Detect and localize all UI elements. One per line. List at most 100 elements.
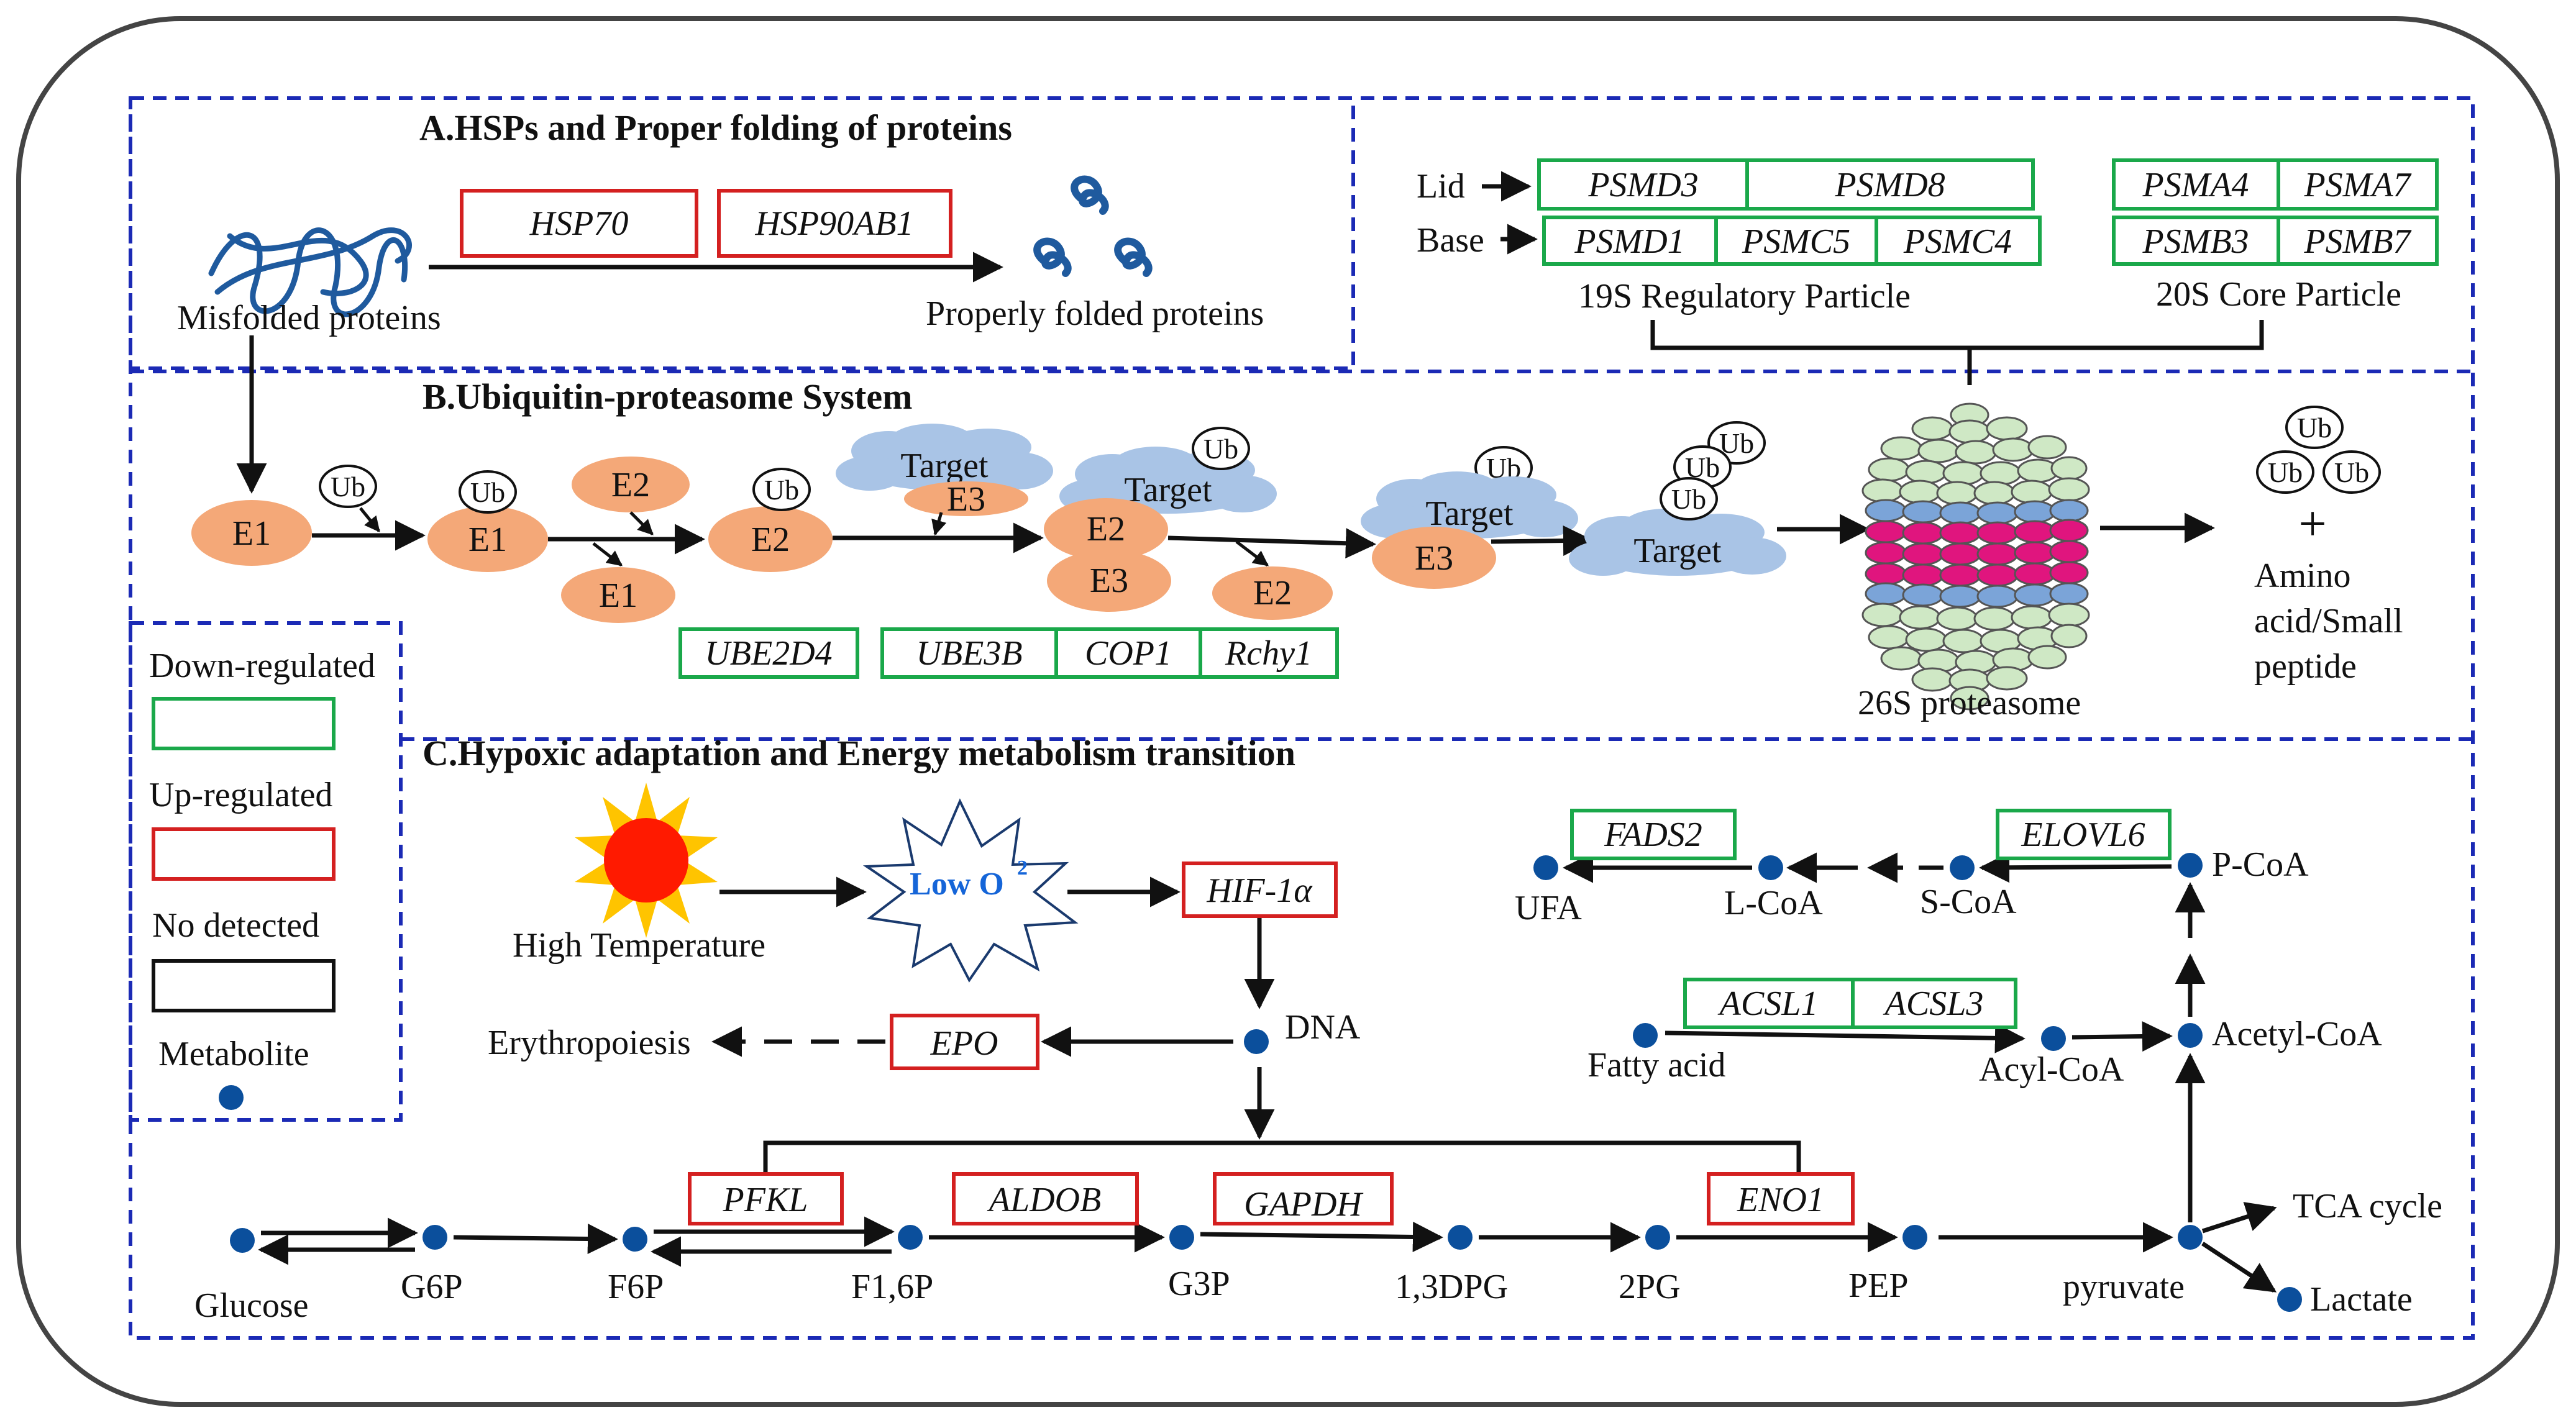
section-c-title: C.Hypoxic adaptation and Energy metaboli… <box>422 733 1295 773</box>
cop1-label: COP1 <box>1085 634 1172 673</box>
legend-metabolite-label: Metabolite <box>158 1035 309 1073</box>
psmd1-label: PSMD1 <box>1574 222 1684 261</box>
lactate-label: Lactate <box>2310 1280 2413 1319</box>
ups-arrow-4 <box>1167 528 1376 559</box>
proteasome-26s-label: 26S proteasome <box>1858 684 2081 722</box>
section-a-frame <box>129 96 1355 370</box>
ub-tag-8 <box>1660 477 1718 521</box>
fads2-label: FADS2 <box>1604 816 1702 854</box>
lactate-dot <box>2277 1287 2302 1312</box>
e2-enzyme-2 <box>1044 498 1168 560</box>
e3-gene-boxes: UBE3B COP1 Rchy1 <box>880 627 1339 679</box>
hif-label: HIF-1α <box>1206 871 1313 910</box>
psmb3-label: PSMB3 <box>2142 222 2249 261</box>
pyruvate-dot <box>2178 1225 2203 1250</box>
fattyacid-dot <box>1633 1023 1658 1048</box>
ub-tag-3 <box>752 468 811 511</box>
e3-enzyme-2 <box>1047 550 1171 612</box>
ub-label-11: Ub <box>2334 457 2369 488</box>
low-o2-label: Low O <box>910 866 1004 902</box>
psmb7-label: PSMB7 <box>2303 222 2411 261</box>
sun-icon <box>575 783 718 938</box>
section-a-title: A.HSPs and Proper folding of proteins <box>419 107 1012 148</box>
ub-label-1: Ub <box>331 471 365 502</box>
base-genes: PSMD1 PSMC5 PSMC4 <box>1542 216 2042 266</box>
low-o2-burst-icon: Low O 2 <box>862 798 1079 983</box>
products-line-1: Amino <box>2254 557 2351 595</box>
eno1-label: ENO1 <box>1737 1181 1824 1219</box>
ub-label-9: Ub <box>2297 412 2332 443</box>
ups-arrow-5 <box>1491 525 1594 557</box>
ub-label-2: Ub <box>470 476 505 508</box>
ufa-dot <box>1533 855 1558 880</box>
ub-tag-9 <box>2285 406 2344 449</box>
base-label: Base <box>1417 221 1484 260</box>
products-line-2: acid/Small <box>2254 602 2403 640</box>
ub-tag-11 <box>2323 450 2381 494</box>
ube2d4-box: UBE2D4 <box>678 627 859 679</box>
scoa-label: S-CoA <box>1920 883 2017 921</box>
glycolysis-metabolites: Glucose G6P F6P F1,6P G3P 1,3DPG 2PG PEP… <box>194 1225 2203 1325</box>
pcoa-dot <box>2178 853 2203 878</box>
e2-label-released: E2 <box>1253 574 1292 612</box>
13dpg-label: 1,3DPG <box>1395 1268 1508 1306</box>
e1-enzyme-1 <box>191 500 312 566</box>
pyruvate-label: pyruvate <box>2063 1268 2185 1306</box>
g3p-label: G3P <box>1168 1265 1230 1303</box>
lcoa-label: L-CoA <box>1724 884 1823 922</box>
2pg-label: 2PG <box>1619 1268 1681 1306</box>
acetylcoa-dot <box>2178 1023 2203 1048</box>
pep-dot <box>1902 1225 1927 1250</box>
hsp90ab1-label: HSP90AB1 <box>754 204 913 243</box>
plus-sign: + <box>2298 497 2326 552</box>
legend-up-swatch <box>152 827 336 881</box>
proteasome-26s-icon <box>1861 402 2090 711</box>
e2-label-free: E2 <box>611 466 650 504</box>
pcoa-to-scoa-arrow <box>1979 852 2172 883</box>
glycolysis-arrows <box>258 1216 2173 1267</box>
f6p-dot <box>623 1227 647 1252</box>
ub-tag-1 <box>319 465 377 508</box>
target-label-4: Target <box>1633 532 1722 570</box>
e1-label-released: E1 <box>599 576 637 615</box>
tca-label: TCA cycle <box>2293 1187 2442 1225</box>
f16p-dot <box>898 1225 923 1250</box>
e2-out-arrow <box>1235 540 1269 566</box>
pyruvate-to-lactate-arrow <box>2201 1242 2277 1293</box>
outer-frame <box>16 16 2560 1407</box>
hsp90ab1-box: HSP90AB1 <box>717 189 952 258</box>
fads2-box: FADS2 <box>1570 809 1737 860</box>
13dpg-dot <box>1448 1225 1473 1250</box>
misfolded-label: Misfolded proteins <box>177 299 441 337</box>
cp-label: 20S Core Particle <box>2156 275 2401 314</box>
ub-label-3: Ub <box>764 474 799 506</box>
g3p-dot <box>1169 1225 1194 1250</box>
pep-label: PEP <box>1848 1266 1909 1305</box>
folded-protein-icon <box>1033 175 1153 277</box>
psmd8-label: PSMD8 <box>1834 166 1945 204</box>
acylcoa-label: Acyl-CoA <box>1979 1050 2124 1089</box>
e3-label-2: E3 <box>1090 561 1128 600</box>
products-line-3: peptide <box>2254 647 2357 686</box>
legend-frame <box>129 621 403 1122</box>
elovl6-label: ELOVL6 <box>2021 816 2145 854</box>
psmc5-label: PSMC5 <box>1742 222 1850 261</box>
low-o2-superscript: 2 <box>1017 857 1028 880</box>
proteasome-bracket <box>1650 320 2264 385</box>
acetylcoa-label: Acetyl-CoA <box>2212 1015 2382 1053</box>
e2-in-arrow <box>629 511 654 535</box>
e3-enzyme-1 <box>904 481 1028 516</box>
acylcoa-to-acetylcoa-arrow <box>2071 1021 2173 1052</box>
e2-enzyme-free <box>572 457 690 512</box>
ub-tag-2 <box>459 470 517 514</box>
psmc4-label: PSMC4 <box>1903 222 2012 261</box>
ufa-label: UFA <box>1515 889 1582 927</box>
aldob-label: ALDOB <box>987 1181 1101 1219</box>
e1-label-2: E1 <box>468 521 507 559</box>
ub-label-4: Ub <box>1204 433 1238 465</box>
acsl1-label: ACSL1 <box>1717 984 1819 1023</box>
legend-metabolite-dot <box>219 1085 244 1110</box>
core-genes: PSMA4 PSMA7 PSMB3 PSMB7 <box>2112 158 2439 266</box>
epo-box: EPO <box>890 1014 1039 1070</box>
